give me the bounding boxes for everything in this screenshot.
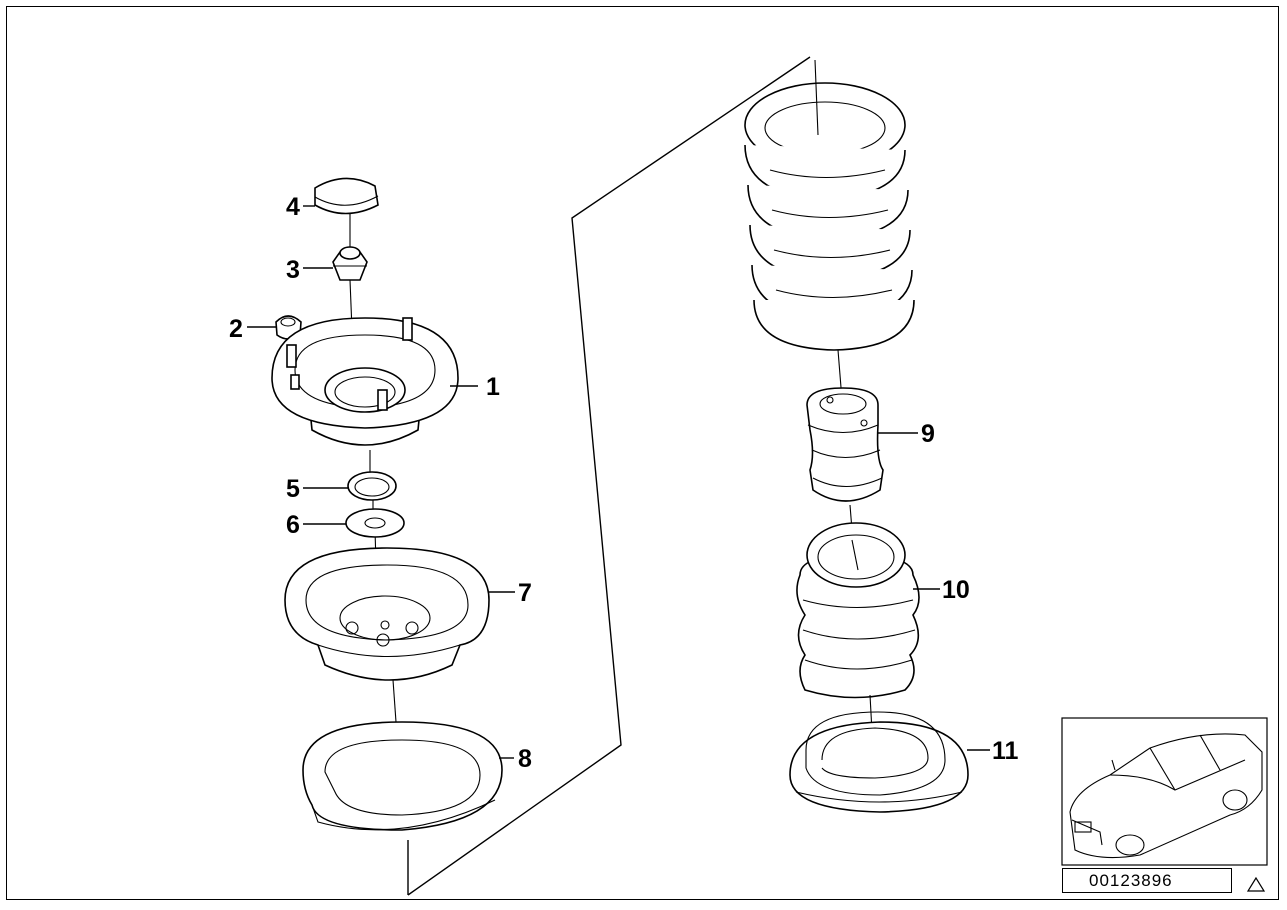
callout-3: 3 [286,256,300,284]
diagram-frame [6,6,1279,900]
callout-1: 1 [486,373,500,401]
part-5-ring[interactable] [347,471,397,501]
part-4-cap[interactable] [314,177,379,215]
callout-2: 2 [229,315,243,343]
part-3-nut[interactable] [332,246,368,281]
coil-spring[interactable] [744,59,915,401]
callout-4: 4 [286,193,300,221]
callout-7: 7 [518,579,532,607]
reference-number-box: 00123896 [1062,868,1232,893]
part-8-isolator-ring[interactable] [302,721,503,831]
part-6-washer[interactable] [345,508,405,538]
part-11-lower-seat[interactable] [789,711,969,813]
part-7-spring-seat[interactable] [284,547,490,681]
callout-6: 6 [286,511,300,539]
callout-10: 10 [942,576,970,604]
part-9-bump-stop[interactable] [806,387,884,531]
assembly-bracket-line [407,56,811,896]
car-thumbnail-icon [1061,717,1268,866]
part-1-strut-mount[interactable] [271,317,459,446]
reference-number: 00123896 [1089,871,1173,890]
callout-8: 8 [518,745,532,773]
callout-11: 11 [992,737,1019,765]
triangle-icon [1246,876,1266,892]
callout-5: 5 [286,475,300,503]
callout-9: 9 [921,420,935,448]
part-10-dust-boot[interactable] [796,522,920,751]
leader-lines [247,205,990,759]
